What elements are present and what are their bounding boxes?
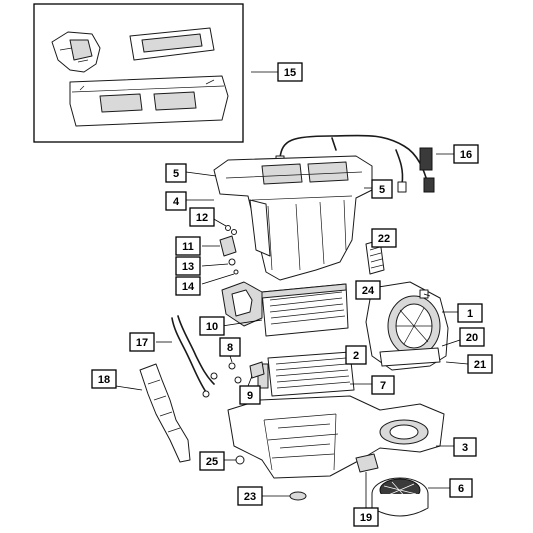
callout-label: 6 [458, 483, 464, 495]
callout-label: 3 [462, 442, 468, 454]
callout-label: 15 [284, 67, 296, 79]
upper-hvac-housing [213, 155, 373, 281]
blower-motor [371, 477, 429, 517]
callout-8: 8 [219, 337, 241, 357]
inset-clip-part [51, 31, 101, 73]
drain-duct [139, 363, 191, 463]
callout-1: 1 [457, 303, 483, 323]
callout-18: 18 [91, 369, 117, 389]
callout-label: 20 [466, 332, 478, 344]
lower-hvac-housing [227, 395, 445, 479]
blower-resistor [355, 453, 379, 473]
callout-16: 16 [453, 144, 479, 164]
small-fittings [219, 225, 239, 275]
retaining-clip [235, 455, 245, 465]
callout-label: 1 [467, 308, 473, 320]
callout-13: 13 [175, 256, 201, 276]
evaporator-core [257, 351, 355, 397]
leader-8 [229, 355, 233, 363]
callout-11: 11 [175, 236, 201, 256]
callout-25: 25 [199, 451, 225, 471]
callout-label: 17 [136, 337, 148, 349]
heater-core-seal [221, 281, 263, 327]
leader-5a [185, 171, 217, 177]
callout-4: 4 [165, 191, 187, 211]
callout-10: 10 [199, 316, 225, 336]
o-rings [228, 361, 265, 384]
callout-label: 13 [182, 261, 194, 273]
callout-label: 4 [173, 196, 180, 208]
callout-17: 17 [129, 332, 155, 352]
callout-label: 16 [460, 149, 472, 161]
callout-label: 5 [173, 168, 179, 180]
callout-12: 12 [189, 207, 215, 227]
callout-label: 25 [206, 456, 218, 468]
callout-label: 9 [247, 390, 253, 402]
callout-3: 3 [453, 437, 477, 457]
callout-label: 21 [474, 359, 486, 371]
callout-9: 9 [239, 385, 261, 405]
callout-label: 22 [378, 233, 390, 245]
inset-foam-seal [129, 27, 215, 61]
refrigerant-lines [171, 315, 218, 398]
callout-label: 23 [244, 491, 256, 503]
callout-7: 7 [371, 375, 395, 395]
callout-label: 12 [196, 212, 208, 224]
callout-22: 22 [371, 228, 397, 248]
leader-13 [201, 263, 229, 267]
callout-20: 20 [459, 327, 485, 347]
leader-10 [221, 319, 263, 327]
callout-label: 8 [227, 342, 233, 354]
callout-label: 2 [353, 350, 359, 362]
callout-label: 14 [182, 281, 195, 293]
drain-grommet [289, 491, 307, 501]
callout-19: 19 [353, 507, 379, 527]
callout-label: 18 [98, 374, 110, 386]
callout-label: 7 [380, 380, 386, 392]
leader-24-aux [423, 293, 431, 297]
callout-6: 6 [449, 478, 473, 498]
callout-21: 21 [467, 354, 493, 374]
inset-detail-panel [33, 3, 244, 143]
inset-duct-adapter [69, 75, 229, 127]
callout-label: 5 [379, 184, 385, 196]
callout-label: 11 [182, 241, 194, 253]
leader-21 [445, 361, 469, 365]
callout-label: 10 [206, 321, 218, 333]
leader-20 [441, 339, 461, 347]
leader-9 [247, 375, 253, 387]
heater-core [261, 283, 349, 337]
callout-5b: 5 [371, 179, 393, 199]
callout-5a: 5 [165, 163, 187, 183]
callout-24: 24 [355, 280, 381, 300]
callout-23: 23 [237, 486, 263, 506]
callout-label: 24 [362, 285, 375, 297]
leader-18 [115, 385, 143, 391]
callout-2: 2 [345, 345, 367, 365]
callout-15: 15 [277, 62, 303, 82]
callout-label: 19 [360, 512, 372, 524]
leader-14 [201, 273, 235, 285]
callout-14: 14 [175, 276, 201, 296]
